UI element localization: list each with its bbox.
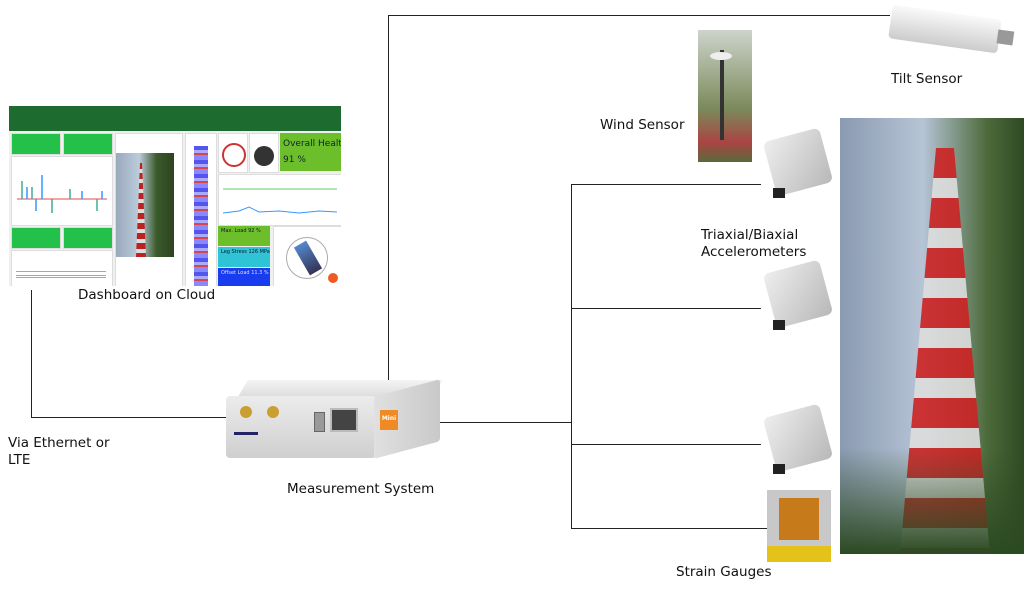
offset-load-label: Offset Load bbox=[221, 270, 250, 276]
connector-tilt-horizontal bbox=[388, 15, 890, 16]
connector-tilt-vertical bbox=[388, 15, 389, 380]
leg-stress-tile: Leg Stress 126 MPa bbox=[218, 247, 270, 267]
connector-dashboard-vertical bbox=[31, 290, 32, 417]
ethernet-port bbox=[330, 408, 358, 432]
dashboard-header bbox=[9, 106, 341, 131]
prediction-model-card bbox=[185, 133, 217, 286]
sd-slot bbox=[234, 432, 258, 435]
frequency-tile-2 bbox=[63, 133, 113, 155]
wind-direction-compass bbox=[254, 146, 274, 166]
connector-accel-1 bbox=[571, 184, 761, 185]
wind-speed-gauge bbox=[222, 143, 246, 167]
chart-line bbox=[16, 275, 106, 276]
measurement-device: Mini bbox=[222, 378, 443, 460]
chart-series-line bbox=[222, 206, 338, 214]
on-site-condition-card bbox=[115, 133, 183, 286]
wind-direction-card bbox=[249, 133, 279, 173]
brand-badge: Mini bbox=[380, 410, 398, 430]
tilt-sensor-label: Tilt Sensor bbox=[891, 71, 963, 87]
wind-rose-card bbox=[273, 226, 341, 286]
max-load-tile: Max. Load 92 % bbox=[218, 226, 270, 246]
max-load-value: 92 % bbox=[248, 228, 261, 234]
wind-rose bbox=[286, 237, 328, 279]
offset-load-tile: Offset Load 11.3 % bbox=[218, 268, 270, 286]
wind-sensor-photo bbox=[698, 30, 752, 162]
edit-fab-icon[interactable] bbox=[328, 273, 338, 283]
connector-strain bbox=[571, 528, 767, 529]
strain-gauge-photo bbox=[767, 490, 831, 562]
accelerometer-3 bbox=[762, 403, 834, 476]
dashboard-screenshot: Overall Health 91 % Max. Load 92 % Leg S… bbox=[9, 106, 341, 286]
chart-line bbox=[16, 271, 106, 272]
angle-tile-2 bbox=[63, 227, 113, 249]
connector-accel-2 bbox=[571, 308, 761, 309]
tilt-sensor-photo bbox=[888, 4, 1015, 54]
frequency-tile-1 bbox=[11, 133, 61, 155]
heatmap bbox=[194, 146, 208, 286]
connector-accel-3 bbox=[571, 444, 761, 445]
leg-stress-value: 126 MPa bbox=[248, 249, 270, 255]
measurement-system-label: Measurement System bbox=[287, 481, 435, 497]
wind-speed-chart bbox=[222, 188, 338, 214]
chart-line bbox=[16, 277, 106, 278]
wind-speed-chart-card bbox=[218, 174, 341, 226]
antenna-connector-1 bbox=[240, 406, 252, 418]
tilt-chart-card bbox=[11, 250, 113, 286]
wind-speed-card bbox=[218, 133, 248, 173]
tower-photo bbox=[840, 118, 1024, 554]
offset-load-value: 11.3 % bbox=[251, 270, 269, 276]
accelerometers-label: Triaxial/Biaxial Accelerometers bbox=[701, 227, 807, 260]
brand-badge-text: Mini bbox=[381, 415, 397, 422]
connector-dashboard-horizontal bbox=[31, 417, 227, 418]
accelerometer-1 bbox=[762, 127, 834, 200]
antenna-connector-2 bbox=[267, 406, 279, 418]
tower-photo-thumbnail bbox=[116, 153, 174, 257]
accelerometer-2 bbox=[762, 259, 834, 332]
overall-health-value: 91 % bbox=[283, 155, 306, 165]
connector-bus-vertical bbox=[571, 184, 572, 529]
leg-stress-label: Leg Stress bbox=[221, 249, 247, 255]
angle-tile-1 bbox=[11, 227, 61, 249]
connection-label: Via Ethernet or LTE bbox=[8, 435, 110, 468]
overall-health-label: Overall Health bbox=[283, 139, 341, 149]
wind-sensor-label: Wind Sensor bbox=[600, 117, 685, 133]
connector-device-right bbox=[440, 422, 571, 423]
dashboard-label: Dashboard on Cloud bbox=[78, 287, 216, 303]
strain-gauges-label: Strain Gauges bbox=[676, 564, 772, 580]
frequency-chart-card bbox=[11, 156, 113, 226]
usb-port bbox=[314, 412, 325, 432]
overall-health-tile: Overall Health 91 % bbox=[280, 133, 341, 171]
frequency-chart bbox=[17, 175, 107, 213]
max-load-label: Max. Load bbox=[221, 228, 247, 234]
